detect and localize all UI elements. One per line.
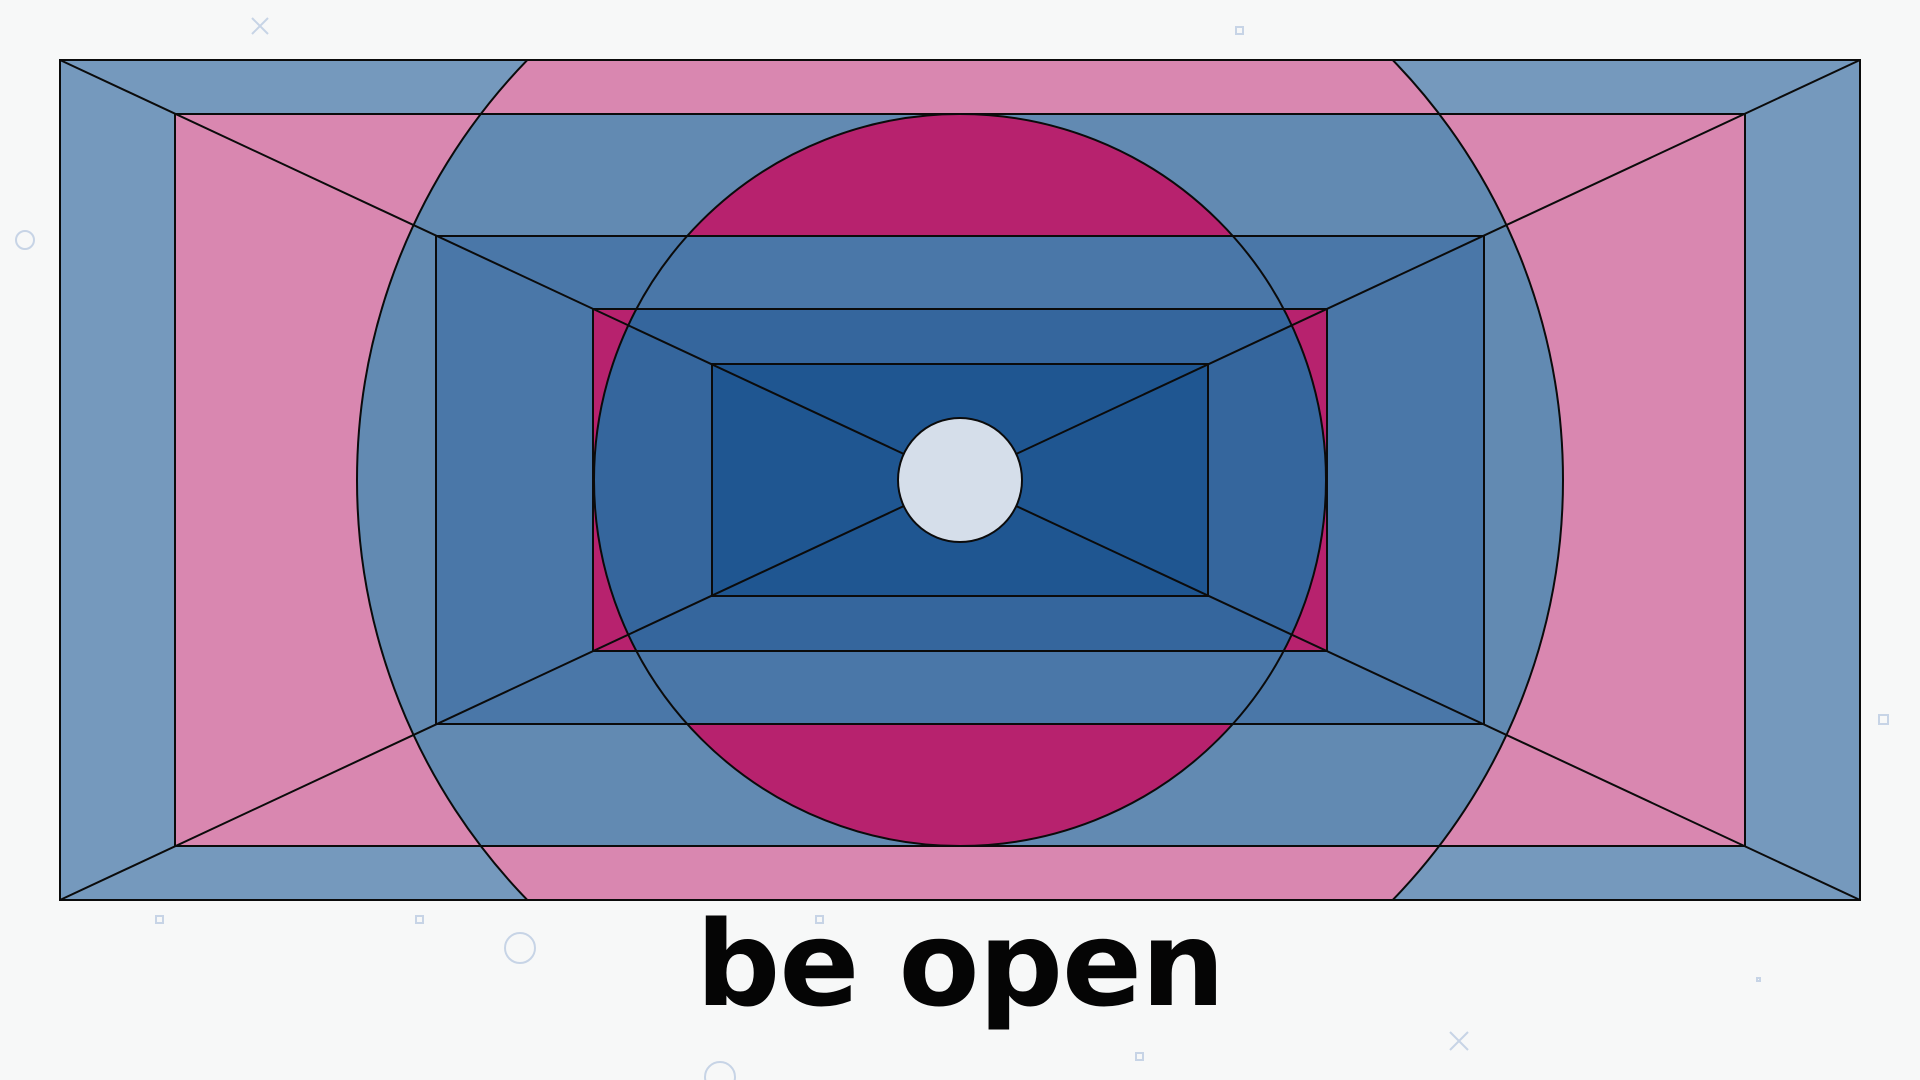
perspective-diagonals — [59, 59, 1861, 901]
background-decorations — [15, 17, 1889, 1080]
caption-text: be open — [695, 895, 1225, 1033]
square-mark-icon — [1878, 714, 1889, 725]
cross-mark-icon — [1449, 1031, 1469, 1051]
square-mark-icon — [1235, 26, 1244, 35]
square-mark-icon — [415, 915, 424, 924]
square-mark-icon — [1756, 977, 1761, 982]
cross-mark-icon — [251, 17, 269, 35]
square-mark-icon — [815, 915, 824, 924]
square-mark-icon — [155, 915, 164, 924]
center-disc — [897, 417, 1023, 543]
ring-mark-icon — [504, 932, 536, 964]
outline-strokes — [59, 59, 1861, 901]
ring-mark-icon — [15, 230, 35, 250]
ring-mark-icon — [704, 1061, 736, 1080]
square-mark-icon — [1135, 1052, 1144, 1061]
